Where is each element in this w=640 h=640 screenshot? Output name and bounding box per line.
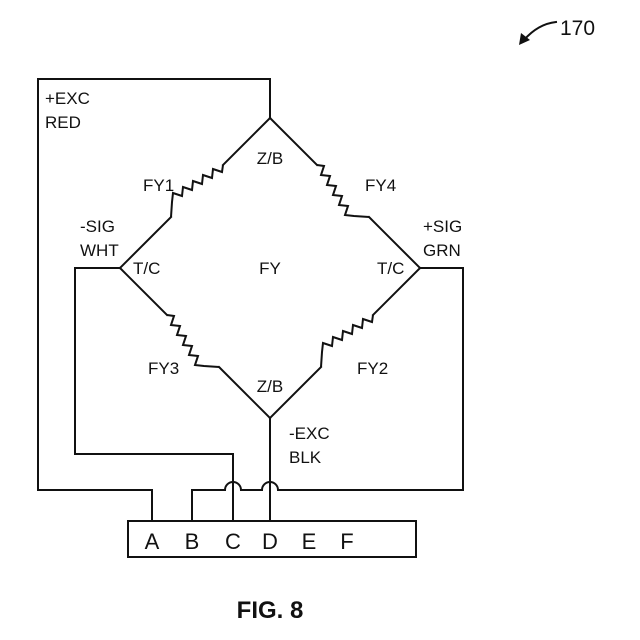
resistor-fy4-label: FY4	[365, 176, 396, 195]
connector-pin-e: E	[302, 529, 317, 554]
bottom-node-label: Z/B	[257, 377, 283, 396]
minus-sig-color: WHT	[80, 241, 119, 260]
external-wiring	[38, 79, 463, 521]
top-node-label: Z/B	[257, 149, 283, 168]
plus-exc-label: +EXC	[45, 89, 90, 108]
connector-pin-b: B	[185, 529, 200, 554]
plus-sig-color: GRN	[423, 241, 461, 260]
reference-number: 170	[560, 17, 595, 40]
connector: A B C D E F	[128, 521, 416, 557]
resistor-fy3-label: FY3	[148, 359, 179, 378]
labels: +EXC RED -SIG WHT +SIG GRN -EXC BLK Z/B …	[45, 89, 462, 467]
connector-pin-c: C	[225, 529, 241, 554]
wire-minus-sig	[75, 268, 233, 521]
minus-exc-label: -EXC	[289, 424, 330, 443]
resistor-fy1-label: FY1	[143, 176, 174, 195]
plus-sig-label: +SIG	[423, 217, 462, 236]
reference-callout: 170	[519, 17, 595, 45]
plus-exc-color: RED	[45, 113, 81, 132]
connector-pin-a: A	[145, 529, 160, 554]
resistor-fy2-label: FY2	[357, 359, 388, 378]
bridge-center-label: FY	[259, 259, 281, 278]
reference-leader-arrow	[524, 22, 556, 40]
right-node-label: T/C	[377, 259, 404, 278]
connector-pin-d: D	[262, 529, 278, 554]
resistor-fy4	[317, 165, 369, 217]
resistor-fy1	[171, 165, 223, 217]
left-node-label: T/C	[133, 259, 160, 278]
minus-exc-color: BLK	[289, 448, 322, 467]
minus-sig-label: -SIG	[80, 217, 115, 236]
connector-pin-f: F	[340, 529, 353, 554]
figure-caption: FIG. 8	[237, 597, 304, 624]
